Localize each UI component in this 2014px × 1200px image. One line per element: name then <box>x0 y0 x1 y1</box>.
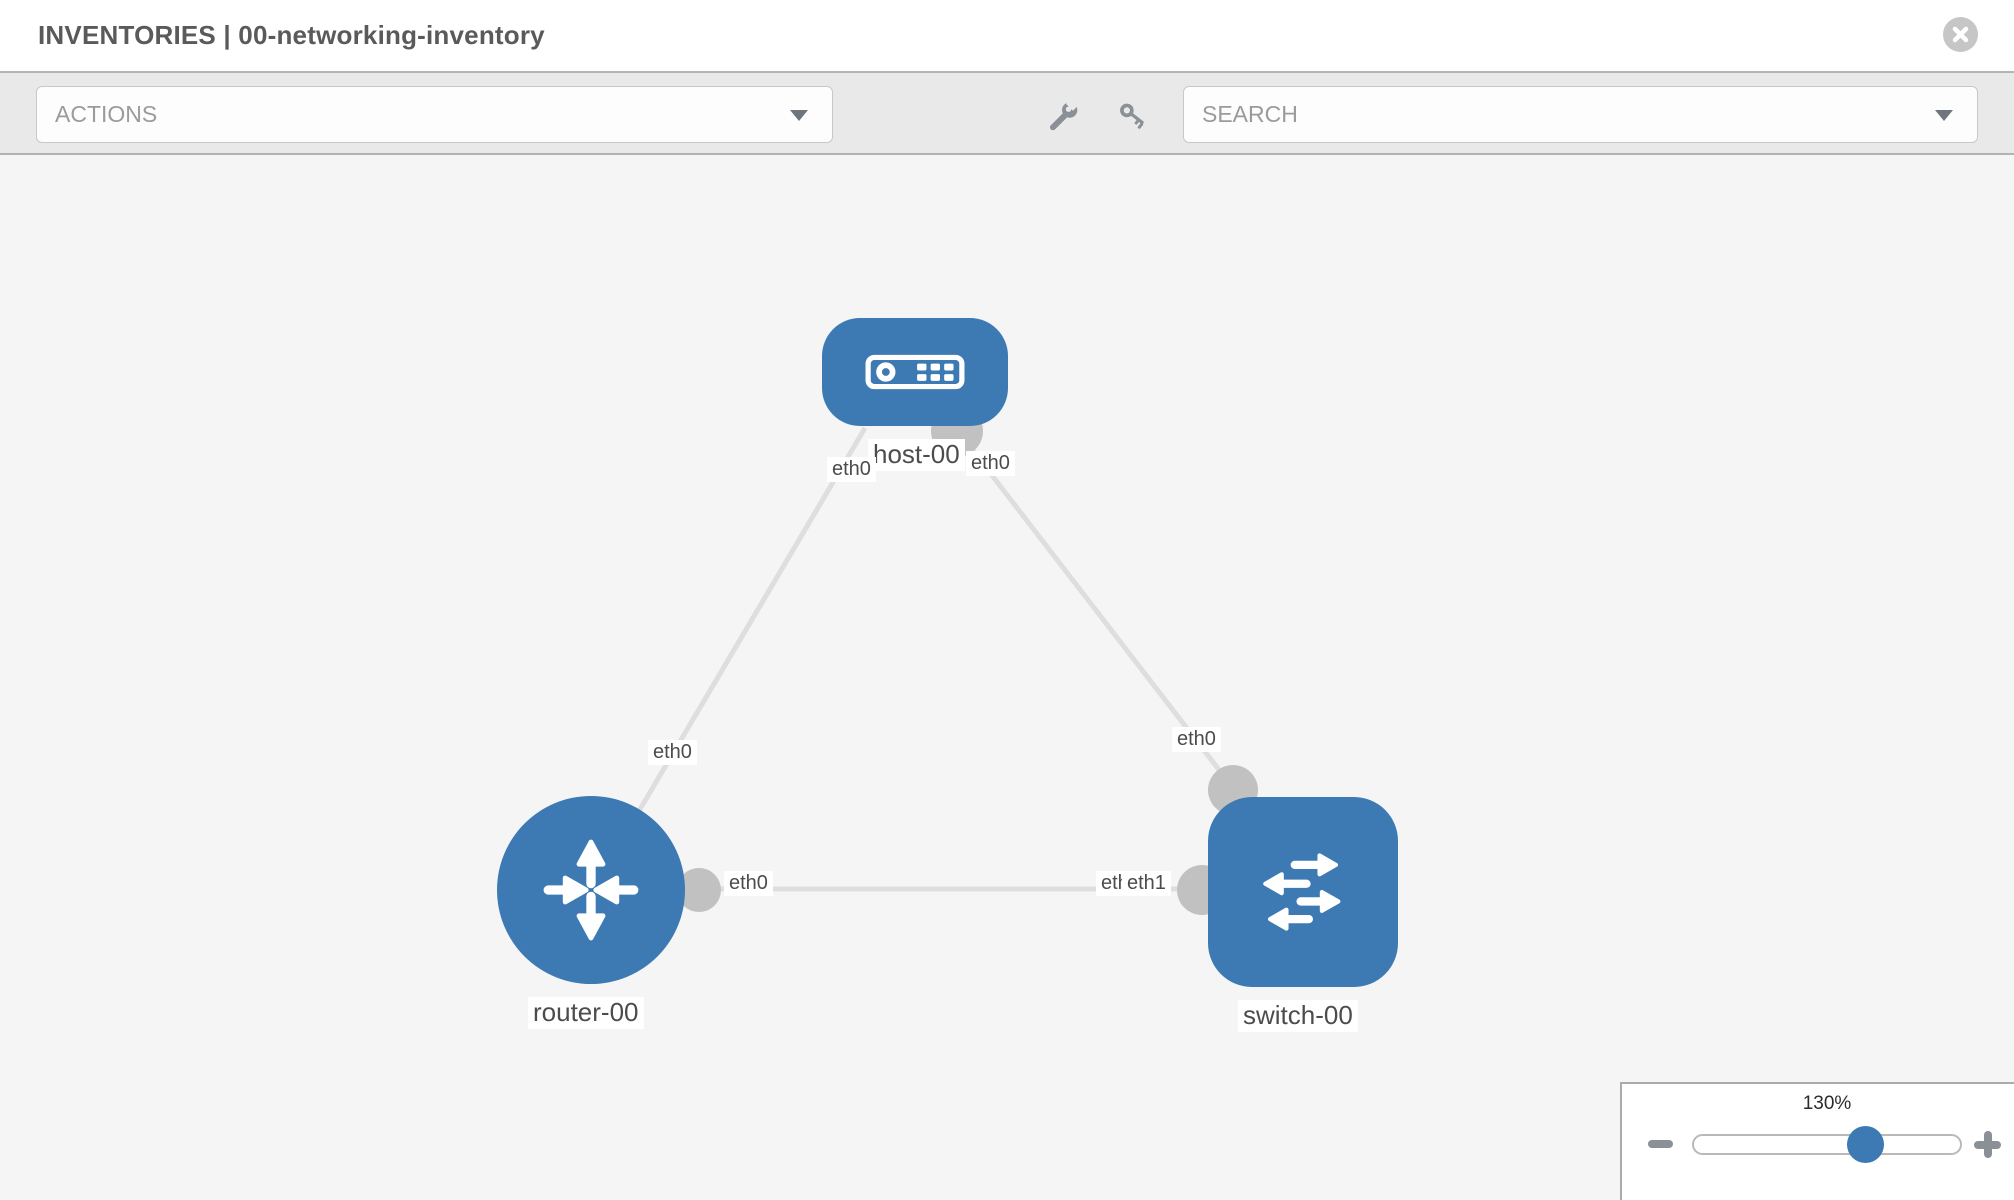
search-dropdown-label: SEARCH <box>1202 101 1298 127</box>
host-icon <box>865 354 965 390</box>
switch-icon <box>1263 853 1341 931</box>
router-icon <box>543 839 639 941</box>
interface-label-switch-top: eth0 <box>1172 727 1221 752</box>
page-title: INVENTORIES | 00-networking-inventory <box>38 20 545 50</box>
interface-dot-router-right[interactable] <box>677 868 721 912</box>
configure-button[interactable] <box>1047 97 1081 133</box>
key-icon <box>1120 103 1144 129</box>
zoom-control-panel: 130% <box>1620 1082 2014 1200</box>
credentials-button[interactable] <box>1117 99 1151 133</box>
node-host-00[interactable] <box>822 318 1008 426</box>
node-label-host: host-00 <box>868 439 965 471</box>
links-layer <box>636 405 1258 915</box>
chevron-down-icon <box>790 109 808 121</box>
topology-canvas[interactable]: host-00 router-00 switch-00 eth0 eth0 et… <box>0 155 2014 1200</box>
actions-dropdown-label: ACTIONS <box>55 101 158 127</box>
interface-label-host-right: eth0 <box>966 451 1015 476</box>
node-switch-00[interactable] <box>1208 797 1398 987</box>
interface-label-host-left: eth0 <box>827 457 876 482</box>
zoom-slider-track[interactable] <box>1692 1134 1962 1155</box>
zoom-out-icon[interactable] <box>1648 1140 1673 1148</box>
header-bar: INVENTORIES | 00-networking-inventory <box>0 0 2014 71</box>
node-label-router: router-00 <box>528 997 644 1029</box>
close-icon <box>1952 26 1969 43</box>
node-router-00[interactable] <box>497 796 685 984</box>
actions-dropdown[interactable]: ACTIONS <box>36 86 833 143</box>
interface-label-router-right: eth0 <box>724 871 773 896</box>
node-label-switch: switch-00 <box>1238 1000 1358 1032</box>
interface-label-router-link: eth0 <box>648 740 697 765</box>
search-dropdown[interactable]: SEARCH <box>1183 86 1978 143</box>
wrench-icon <box>1049 97 1080 131</box>
close-button[interactable] <box>1943 17 1978 52</box>
zoom-in-icon[interactable] <box>1974 1131 2001 1158</box>
chevron-down-icon <box>1935 109 1953 121</box>
interface-label-switch-left: eth1 <box>1122 871 1171 896</box>
zoom-level-value: 130% <box>1802 1093 1852 1114</box>
zoom-slider-thumb[interactable] <box>1847 1126 1884 1163</box>
toolbar: ACTIONS SEARCH <box>0 71 2014 155</box>
